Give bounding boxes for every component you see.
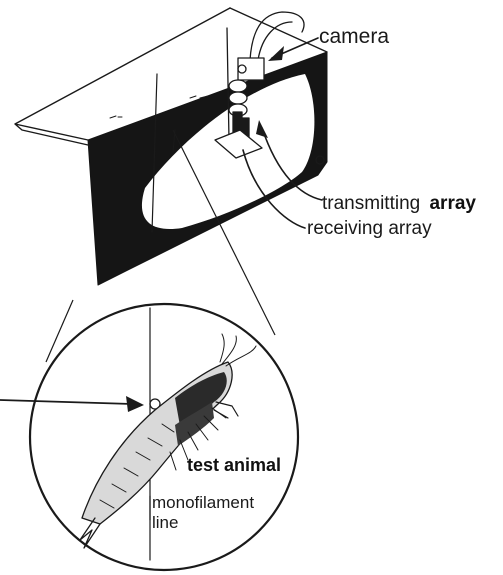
label-monofilament: monofilament (152, 493, 254, 512)
magnified-view (0, 304, 298, 570)
camera-arrowhead (268, 46, 284, 61)
label-line: line (152, 513, 178, 532)
label-transmitting-prefix: transmitting (322, 193, 420, 214)
label-test-animal: test animal (187, 455, 281, 475)
label-transmitting-bold: array (429, 193, 476, 214)
camera-cable-2 (258, 22, 292, 60)
tank-end-wall (230, 8, 327, 52)
tank (15, 8, 327, 285)
transducer-stack (229, 80, 247, 116)
label-transmitting-array: transmitting array (322, 193, 476, 214)
label-camera: camera (319, 25, 389, 48)
label-receiving-array: receiving array (307, 218, 432, 239)
camera-body (238, 58, 264, 80)
